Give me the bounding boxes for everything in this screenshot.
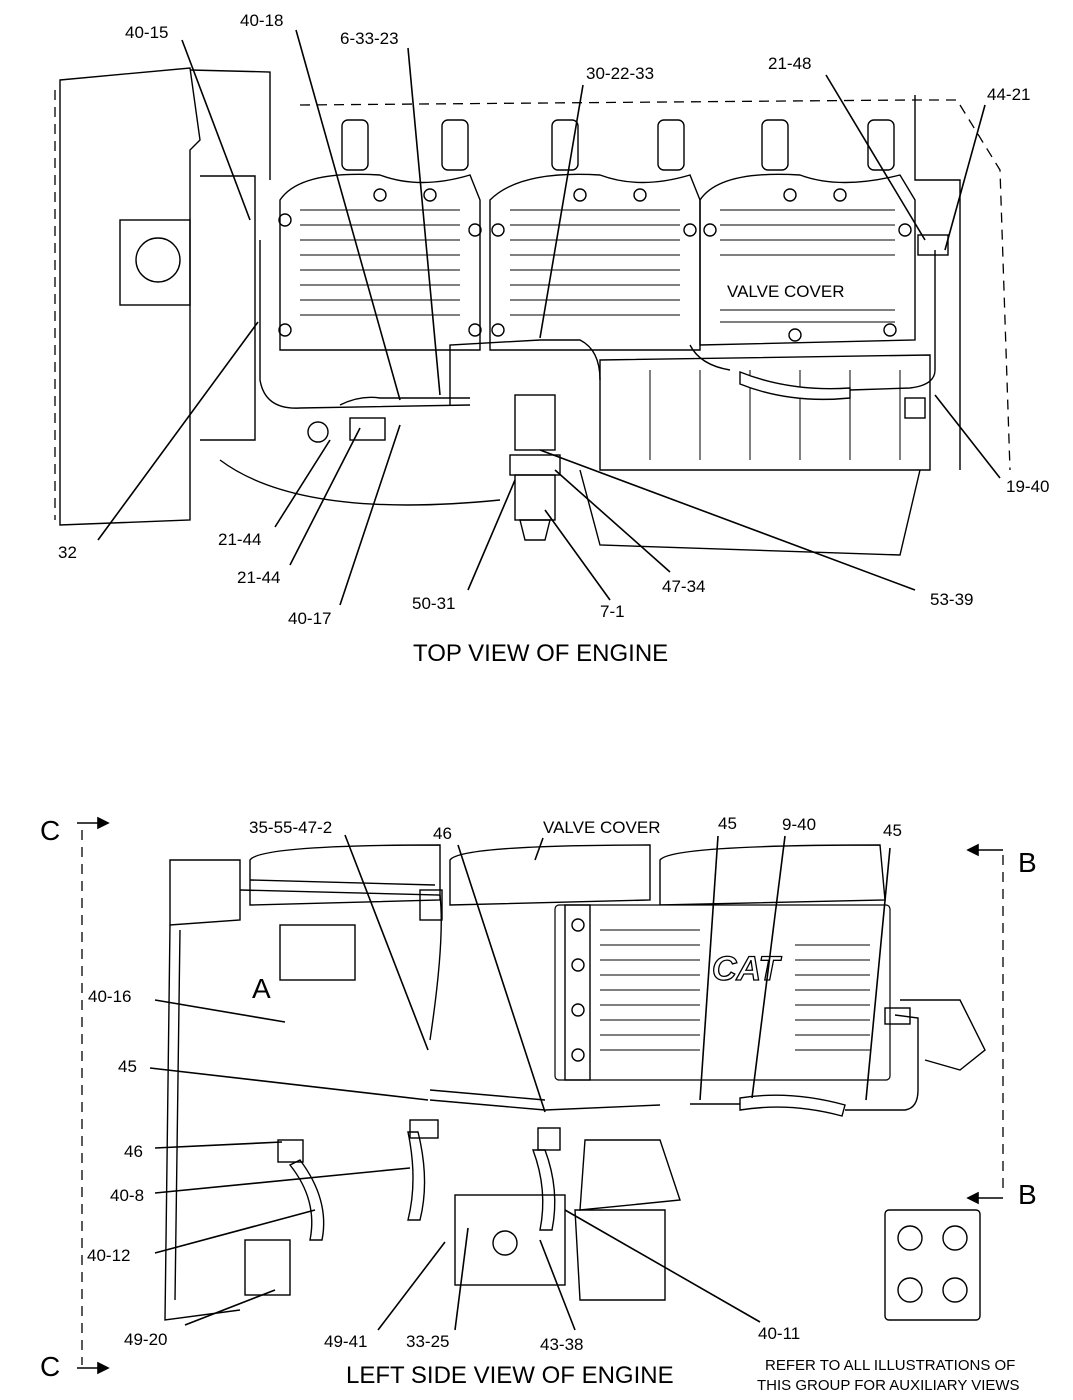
callout-7-1: 7-1 xyxy=(600,602,625,621)
top-fuel-lines xyxy=(259,234,949,419)
callout-21-44-a: 21-44 xyxy=(218,530,261,549)
top-view-leaders xyxy=(97,29,1001,606)
callout-53-39: 53-39 xyxy=(930,590,973,609)
callout-45-a: 45 xyxy=(718,814,737,833)
callout-21-44-b: 21-44 xyxy=(237,568,280,587)
callout-50-31: 50-31 xyxy=(412,594,455,613)
top-valve-cover-label: VALVE COVER xyxy=(727,282,844,301)
section-label-c-bottom: C xyxy=(40,1351,60,1382)
callout-33-25: 33-25 xyxy=(406,1332,449,1351)
callout-40-17: 40-17 xyxy=(288,609,331,628)
side-view-engine-drawing xyxy=(77,816,1004,1375)
top-view-title: TOP VIEW OF ENGINE xyxy=(413,640,668,667)
side-valve-cover-label: VALVE COVER xyxy=(543,818,660,837)
callout-35-55-47-2: 35-55-47-2 xyxy=(249,818,332,837)
callout-40-8: 40-8 xyxy=(110,1186,144,1205)
callout-40-12: 40-12 xyxy=(87,1246,130,1265)
top-view-engine-drawing xyxy=(54,67,1011,556)
auxiliary-note-line-2: THIS GROUP FOR AUXILIARY VIEWS xyxy=(757,1377,1020,1394)
callout-40-18: 40-18 xyxy=(240,11,283,30)
callout-43-38: 43-38 xyxy=(540,1335,583,1354)
section-label-a: A xyxy=(252,973,271,1004)
auxiliary-note-line-1: REFER TO ALL ILLUSTRATIONS OF xyxy=(765,1357,1015,1374)
callout-6-33-23: 6-33-23 xyxy=(340,29,399,48)
side-view-leaders xyxy=(149,834,891,1331)
section-label-b-bottom: B xyxy=(1018,1179,1037,1210)
valve-cover-group xyxy=(278,173,916,351)
side-view-title: LEFT SIDE VIEW OF ENGINE xyxy=(346,1362,674,1389)
injector-row xyxy=(341,119,895,171)
callout-45-c: 45 xyxy=(118,1057,137,1076)
callout-40-15: 40-15 xyxy=(125,23,168,42)
side-view-callouts: 35-55-47-2 46 45 9-40 45 40-16 45 46 40-… xyxy=(87,814,902,1354)
callout-49-20: 49-20 xyxy=(124,1330,167,1349)
callout-49-41: 49-41 xyxy=(324,1332,367,1351)
callout-19-40: 19-40 xyxy=(1006,477,1049,496)
top-filter-assembly xyxy=(509,394,561,541)
callout-47-34: 47-34 xyxy=(662,577,705,596)
callout-9-40: 9-40 xyxy=(782,815,816,834)
top-view-callouts: 40-15 40-18 6-33-23 30-22-33 21-48 44-21… xyxy=(58,11,1049,628)
section-label-c-top: C xyxy=(40,815,60,846)
callout-30-22-33: 30-22-33 xyxy=(586,64,654,83)
callout-32: 32 xyxy=(58,543,77,562)
callout-45-b: 45 xyxy=(883,821,902,840)
callout-46-left: 46 xyxy=(124,1142,143,1161)
cat-brand-logo: CAT xyxy=(712,950,783,988)
callout-44-21: 44-21 xyxy=(987,85,1030,104)
callout-46-top: 46 xyxy=(433,824,452,843)
callout-40-16: 40-16 xyxy=(88,987,131,1006)
callout-21-48: 21-48 xyxy=(768,54,811,73)
section-label-b-top: B xyxy=(1018,847,1037,878)
callout-40-11: 40-11 xyxy=(758,1324,800,1343)
